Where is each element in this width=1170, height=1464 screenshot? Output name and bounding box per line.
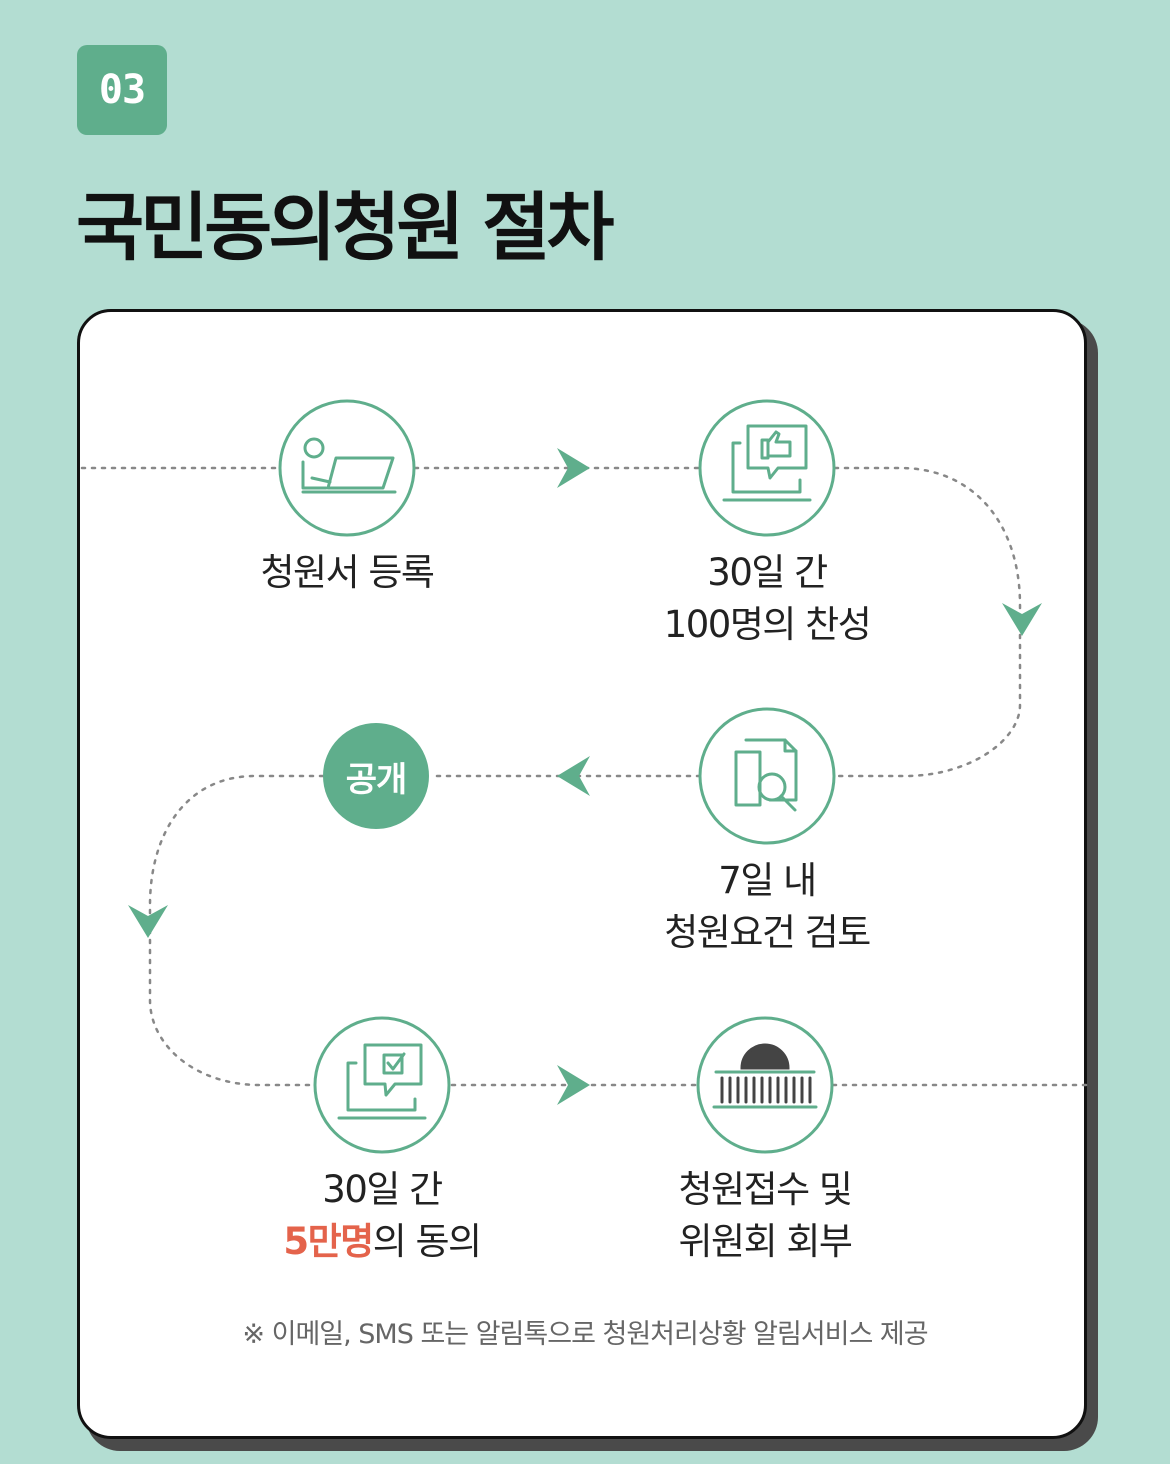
document-magnifier-icon — [734, 738, 798, 812]
open-step-badge: 공개 — [323, 723, 429, 829]
step-2-line-1: 30일 간 — [707, 551, 828, 594]
section-number-badge: 03 — [77, 45, 167, 135]
arrow-right-icon — [557, 448, 590, 488]
arrow-left-icon — [557, 756, 590, 796]
step-4-line-2-rest: 의 동의 — [372, 1220, 482, 1263]
step-2-label: 30일 간 100명의 찬성 — [637, 547, 897, 651]
step-5-line-2: 위원회 회부 — [678, 1220, 853, 1263]
arrow-down-icon — [1002, 603, 1042, 636]
thumbs-up-laptop-icon — [722, 424, 812, 502]
arrow-down-icon — [128, 905, 168, 938]
flow-curve-right — [833, 466, 1022, 778]
arrow-right-icon — [557, 1065, 590, 1105]
step-1-label: 청원서 등록 — [247, 547, 447, 599]
national-assembly-icon — [712, 1043, 818, 1109]
step-3-line-2: 청원요건 검토 — [664, 911, 871, 954]
flow-curve-left — [148, 774, 325, 1087]
step-3-line-1: 7일 내 — [718, 859, 817, 902]
step-circle-1 — [278, 399, 416, 537]
person-laptop-icon — [301, 437, 397, 494]
step-4-highlight: 5만명 — [283, 1220, 374, 1263]
step-3-label: 7일 내 청원요건 검토 — [637, 855, 897, 959]
step-2-line-2: 100명의 찬성 — [663, 603, 872, 646]
step-circle-5 — [696, 1016, 834, 1154]
checkbox-laptop-icon — [337, 1043, 427, 1120]
step-1-line-1: 청원서 등록 — [260, 551, 435, 594]
procedure-card — [77, 309, 1087, 1439]
step-5-label: 청원접수 및 위원회 회부 — [635, 1164, 895, 1268]
page-title: 국민동의청원 절차 — [76, 185, 614, 271]
step-4-label: 30일 간 5만명의 동의 — [252, 1164, 512, 1268]
step-4-line-1: 30일 간 — [322, 1168, 443, 1211]
step-5-line-1: 청원접수 및 — [678, 1168, 853, 1211]
notification-note: ※ 이메일, SMS 또는 알림톡으로 청원처리상황 알림서비스 제공 — [242, 1319, 928, 1350]
step-4-line-2: 5만명의 동의 — [252, 1216, 512, 1268]
